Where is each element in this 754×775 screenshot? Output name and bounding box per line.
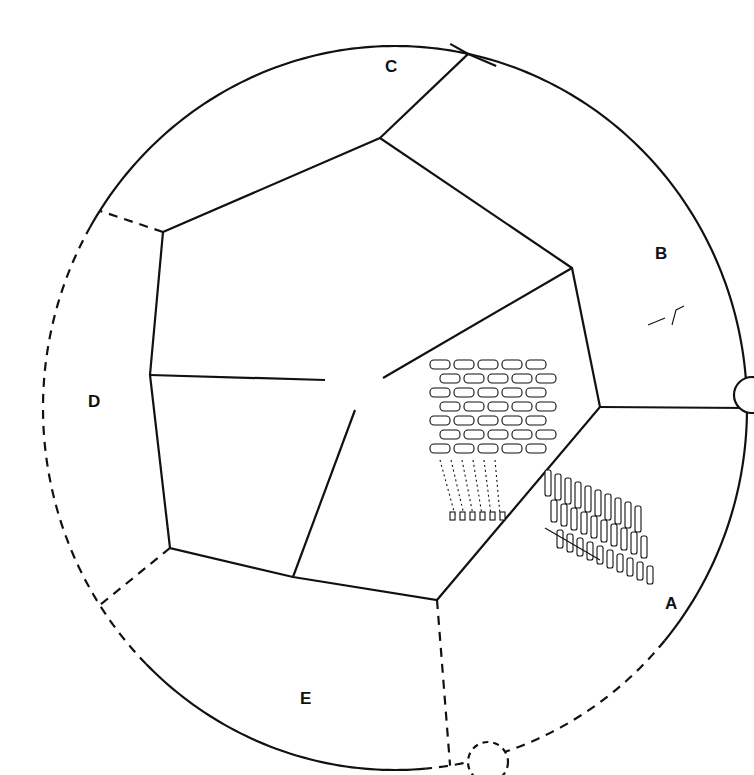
plate-outlines xyxy=(43,44,754,775)
suture xyxy=(437,600,450,766)
pore-circle xyxy=(734,377,754,413)
plate-letter: A xyxy=(665,595,677,612)
suture xyxy=(600,407,747,408)
canal-texture xyxy=(430,306,684,584)
rim-dashed xyxy=(43,227,146,664)
rim xyxy=(90,46,747,641)
plate-letter: E xyxy=(300,690,311,707)
rim xyxy=(146,664,426,770)
plate-letter: C xyxy=(385,58,397,75)
suture xyxy=(293,410,355,577)
inner-plates xyxy=(150,138,600,600)
plate-letter: B xyxy=(655,245,667,262)
suture xyxy=(383,268,572,378)
suture xyxy=(100,548,170,605)
rim-dashed xyxy=(426,641,665,769)
suture xyxy=(150,375,325,380)
suture xyxy=(100,211,163,232)
pore-circle xyxy=(468,742,508,775)
suture xyxy=(450,44,496,66)
suture xyxy=(380,54,468,138)
plate-letter: D xyxy=(88,393,100,410)
